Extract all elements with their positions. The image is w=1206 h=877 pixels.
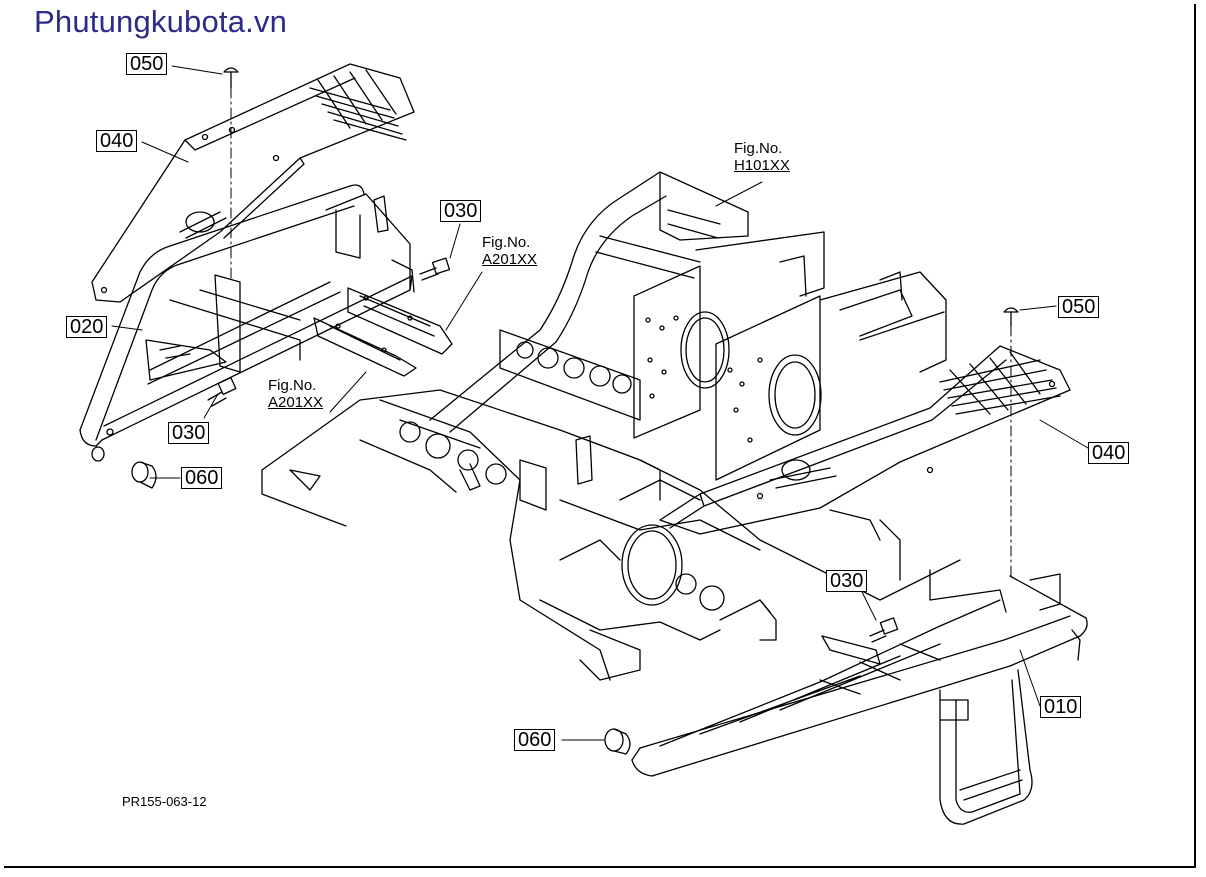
- callout-020[interactable]: 020: [66, 316, 108, 338]
- callout-030-right[interactable]: 030: [826, 570, 868, 592]
- callout-050-right[interactable]: 050: [1058, 296, 1100, 318]
- right-bumper-frame: [631, 569, 1088, 825]
- fig-ref-a201-left[interactable]: Fig.No. A201XX: [268, 377, 323, 411]
- fasteners: [91, 67, 1019, 755]
- left-bumper-frame: [79, 184, 415, 447]
- fig-ref-title: Fig.No.: [482, 234, 531, 251]
- fig-ref-title: Fig.No.: [268, 377, 317, 394]
- fig-ref-a201-top[interactable]: Fig.No. A201XX: [482, 234, 537, 268]
- fig-ref-number: A201XX: [482, 251, 538, 268]
- callout-030-top[interactable]: 030: [440, 200, 482, 222]
- left-step-plate: [91, 63, 415, 303]
- fig-ref-title: Fig.No.: [734, 140, 783, 157]
- callout-040-left[interactable]: 040: [96, 130, 138, 152]
- right-step-plate: [659, 345, 1071, 535]
- drawing-frame: [4, 4, 1196, 868]
- callout-040-right[interactable]: 040: [1088, 442, 1130, 464]
- callout-050-left[interactable]: 050: [126, 53, 168, 75]
- fig-ref-h101[interactable]: Fig.No. H101XX: [734, 140, 790, 174]
- main-frame: [261, 171, 961, 681]
- callout-060-left[interactable]: 060: [181, 467, 223, 489]
- centerlines: [230, 87, 1012, 581]
- center-brackets: [313, 287, 453, 377]
- fig-ref-number: H101XX: [734, 157, 790, 174]
- fig-ref-number: A201XX: [268, 394, 324, 411]
- callout-010[interactable]: 010: [1040, 696, 1082, 718]
- callout-060-bottom[interactable]: 060: [514, 729, 556, 751]
- drawing-code: PR155-063-12: [122, 794, 207, 809]
- callout-030-left[interactable]: 030: [168, 422, 210, 444]
- watermark: Phutungkubota.vn: [34, 4, 288, 39]
- leader-lines: [111, 65, 1089, 741]
